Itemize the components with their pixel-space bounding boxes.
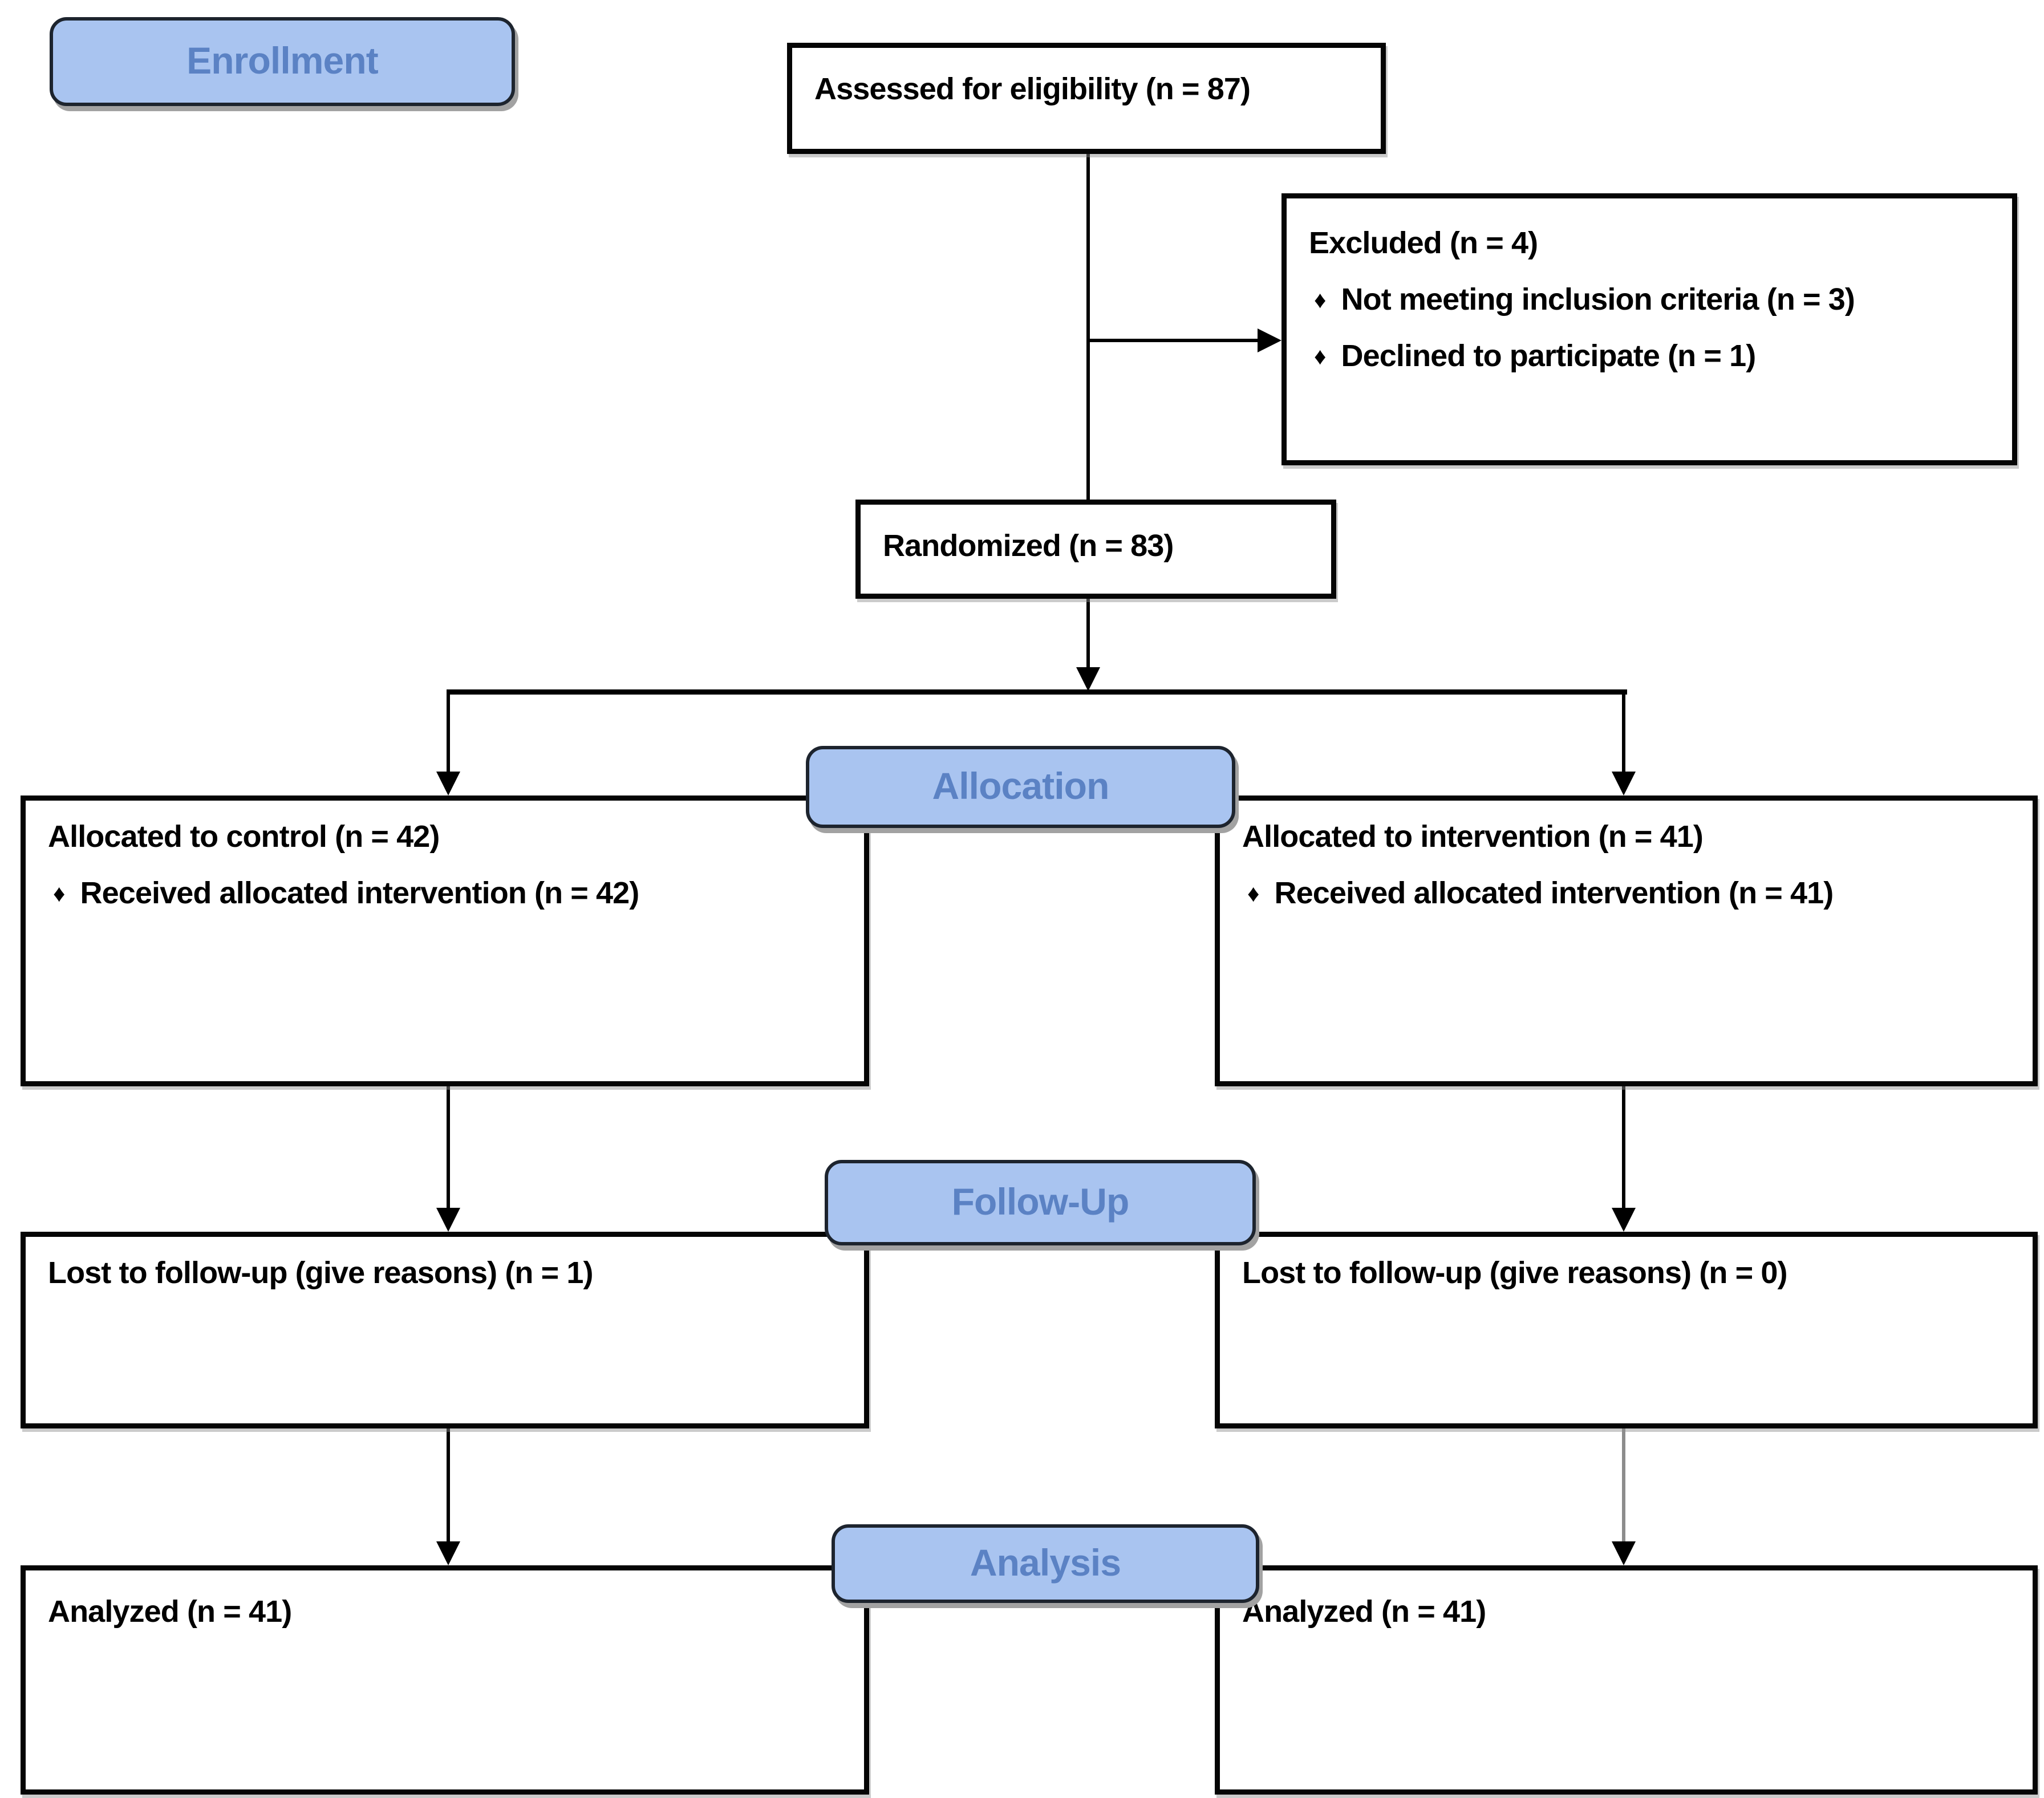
stage-label-followup: Follow-Up [825,1160,1256,1245]
excluded-title: Excluded (n = 4) [1309,226,1538,260]
arrowhead-down-icon [1612,1208,1636,1232]
connector-intervention-to-analysis [1622,1427,1625,1562]
connector-split-horizontal [447,689,1627,695]
excluded-bullet-text: Not meeting inclusion criteria (n = 3) [1341,282,1855,316]
connector-intervention-to-followup [1622,1085,1625,1228]
excluded-bullet-text: Declined to participate (n = 1) [1341,339,1757,373]
arrowhead-down-icon [1612,1541,1636,1565]
analyzed-control-text: Analyzed (n = 41) [48,1594,292,1629]
lost-control-text: Lost to follow-up (give reasons) (n = 1) [48,1256,593,1290]
connector-randomized-to-split [1086,597,1090,683]
bullet-diamond-icon: ♦ [1314,342,1326,370]
connector-split-to-intervention [1622,691,1625,790]
analyzed-control-box: Analyzed (n = 41) [21,1565,869,1795]
arrowhead-down-icon [436,772,460,795]
assessed-text: Assessed for eligibility (n = 87) [814,72,1251,106]
arrowhead-right-icon [1258,328,1281,352]
allocated-control-box: Allocated to control (n = 42) ♦ Received… [21,795,869,1086]
arrowhead-down-icon [1612,772,1636,795]
allocated-intervention-title: Allocated to intervention (n = 41) [1242,819,1704,854]
stage-label-followup-text: Follow-Up [951,1180,1130,1223]
stage-label-allocation-text: Allocation [932,765,1109,807]
connector-split-to-control [447,691,450,790]
stage-label-analysis: Analysis [832,1524,1259,1603]
arrowhead-down-icon [1076,667,1100,691]
excluded-bullet: ♦ Declined to participate (n = 1) [1309,335,1995,376]
excluded-bullet: ♦ Not meeting inclusion criteria (n = 3) [1309,279,1995,320]
assessed-box: Assessed for eligibility (n = 87) [787,43,1386,154]
connector-control-to-followup [447,1085,450,1228]
arrowhead-down-icon [436,1541,460,1565]
allocated-intervention-box: Allocated to intervention (n = 41) ♦ Rec… [1215,795,2038,1086]
allocated-control-bullet: ♦ Received allocated intervention (n = 4… [48,872,847,914]
lost-control-box: Lost to follow-up (give reasons) (n = 1) [21,1232,869,1428]
bullet-diamond-icon: ♦ [1247,879,1259,907]
stage-label-enrollment: Enrollment [50,17,515,106]
bullet-diamond-icon: ♦ [53,879,65,907]
allocated-control-bullet-text: Received allocated intervention (n = 42) [80,876,640,910]
randomized-box: Randomized (n = 83) [855,500,1336,599]
excluded-box: Excluded (n = 4) ♦ Not meeting inclusion… [1281,193,2017,465]
allocated-intervention-bullet-text: Received allocated intervention (n = 41) [1274,876,1834,910]
stage-label-allocation: Allocation [806,746,1235,828]
arrowhead-down-icon [436,1208,460,1232]
connector-branch-to-excluded [1088,339,1261,342]
bullet-diamond-icon: ♦ [1314,286,1326,313]
randomized-text: Randomized (n = 83) [883,529,1174,563]
allocated-intervention-bullet: ♦ Received allocated intervention (n = 4… [1242,872,2015,914]
analyzed-intervention-box: Analyzed (n = 41) [1215,1565,2038,1795]
connector-control-to-analysis [447,1427,450,1562]
stage-label-analysis-text: Analysis [970,1541,1121,1584]
lost-intervention-box: Lost to follow-up (give reasons) (n = 0) [1215,1232,2038,1428]
connector-assessed-to-randomized [1086,152,1090,501]
allocated-control-title: Allocated to control (n = 42) [48,819,440,854]
lost-intervention-text: Lost to follow-up (give reasons) (n = 0) [1242,1256,1787,1290]
analyzed-intervention-text: Analyzed (n = 41) [1242,1594,1486,1629]
stage-label-enrollment-text: Enrollment [186,39,379,82]
